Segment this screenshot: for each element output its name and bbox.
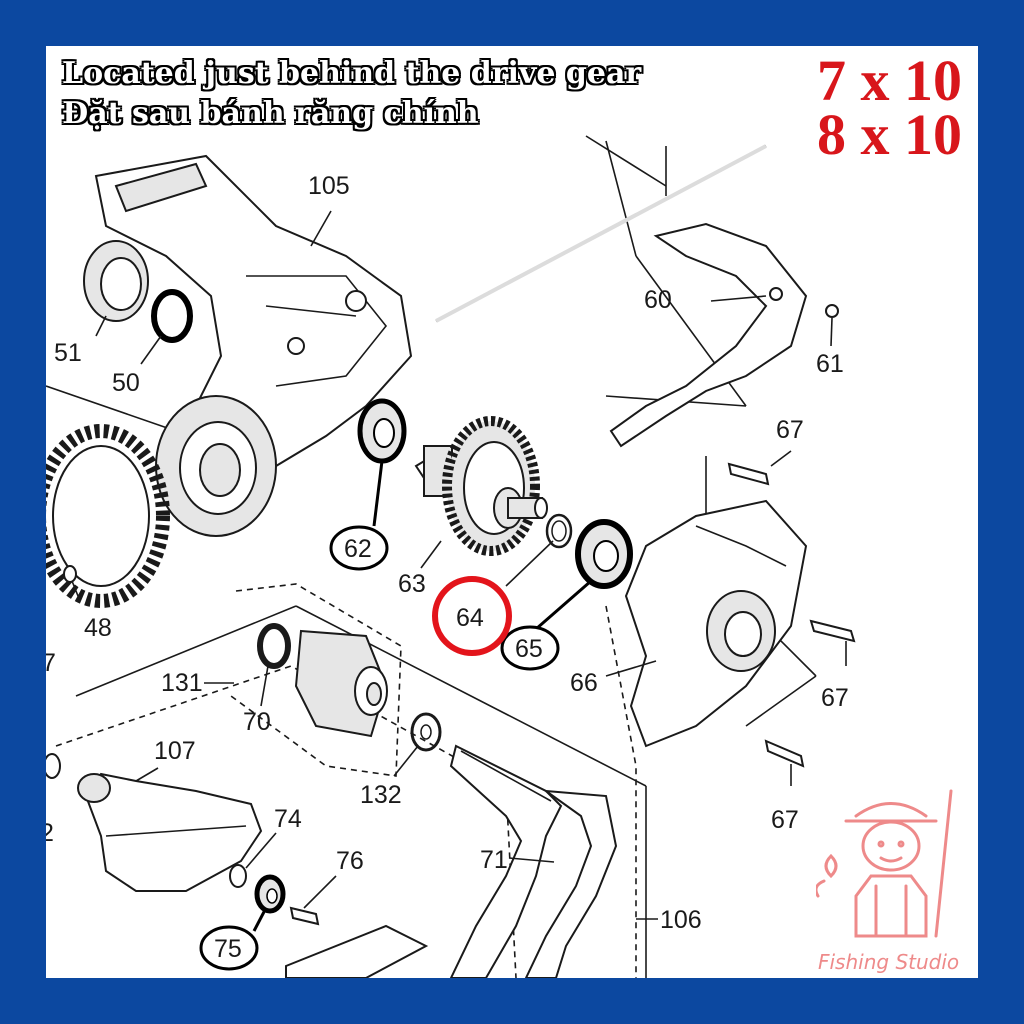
part-number-106: 106 (660, 906, 702, 934)
bearing-part-62 (357, 398, 407, 464)
part-number-64: 64 (456, 604, 484, 632)
part-number-70: 70 (243, 708, 271, 736)
washer-part-132 (410, 712, 442, 752)
label-ring-75 (199, 925, 259, 971)
handle-arm-part-71 (449, 744, 618, 978)
part-number-74: 74 (274, 805, 302, 833)
nut-part-51 (83, 240, 149, 322)
part-number-76: 76 (336, 847, 364, 875)
main-shaft (435, 144, 767, 323)
part-number-7: 7 (46, 649, 56, 677)
part-number-51: 51 (54, 339, 82, 367)
screw-part-67-top (727, 462, 770, 486)
part-number-107: 107 (154, 737, 196, 765)
spool-assembly-part-131 (257, 623, 388, 738)
screw-part-76 (289, 906, 320, 926)
cap-part-60 (609, 222, 808, 448)
part-number-71: 71 (480, 846, 508, 874)
part-number-132: 132 (360, 781, 402, 809)
screw-part-67-right (809, 619, 856, 643)
leader-lines (71, 210, 847, 932)
part-number-61: 61 (816, 350, 844, 378)
label-ring-65 (500, 625, 560, 671)
screws (727, 304, 856, 768)
ring-gear-part-48 (46, 424, 170, 608)
fisherman-logo-icon (816, 789, 953, 938)
caption-vietnamese: Đặt sau bánh răng chính (62, 96, 479, 131)
label-ellipses (199, 525, 560, 971)
screw-part-61 (825, 304, 839, 318)
small-parts (229, 864, 429, 978)
part-number-63: 63 (398, 570, 426, 598)
assembly-outlines (55, 583, 637, 978)
part-number-67-top: 67 (776, 416, 804, 444)
part-number-67-bottom: 67 (771, 806, 799, 834)
part-number-66: 66 (570, 669, 598, 697)
reel-body-part-105 (94, 154, 413, 478)
left-strip-part (46, 753, 61, 779)
washer-part-64 (545, 513, 573, 549)
part-number-50: 50 (112, 369, 140, 397)
part-number-131: 131 (161, 669, 203, 697)
screw-part-67-bottom (764, 739, 805, 768)
part-number-105: 105 (308, 172, 350, 200)
part-number-65: 65 (515, 635, 543, 663)
washer-part-74 (229, 864, 247, 888)
part-number-75: 75 (214, 935, 242, 963)
part-number-2: 2 (46, 819, 54, 847)
bearing-size-2: 8 x 10 (817, 102, 962, 167)
drive-gear-part-63 (414, 416, 548, 556)
part-number-60: 60 (644, 286, 672, 314)
exploded-parts-diagram: 105 51 50 60 61 62 63 64 65 66 67 67 67 … (46, 135, 856, 978)
part-numbers: 105 51 50 60 61 62 63 64 65 66 67 67 67 … (46, 172, 849, 963)
caption-english: Located just behind the drive gear (62, 56, 642, 91)
side-cover-part-66 (624, 499, 808, 748)
bearing-part-65 (575, 519, 633, 589)
rotor-housing (155, 395, 277, 537)
handle-knob-part-107 (77, 772, 263, 892)
part-number-67-right: 67 (821, 684, 849, 712)
bearing-size-1: 7 x 10 (817, 48, 962, 113)
part-number-48: 48 (84, 614, 112, 642)
o-ring-part-50 (151, 289, 193, 343)
highlight-circle-64 (432, 576, 512, 656)
part-number-62: 62 (344, 535, 372, 563)
watermark-text: Fishing Studio (818, 950, 960, 974)
label-ring-62 (329, 525, 389, 571)
diagram-frame: 105 51 50 60 61 62 63 64 65 66 67 67 67 … (46, 46, 978, 978)
